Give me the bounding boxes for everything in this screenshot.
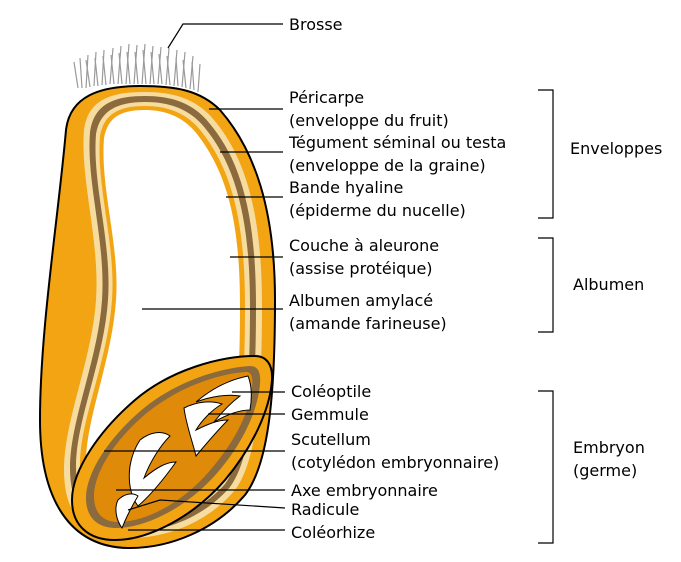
- label-scutellum: Scutellum: [291, 430, 371, 449]
- label-aleurone-sub: (assise protéique): [289, 259, 433, 278]
- label-scutellum-sub: (cotylédon embryonnaire): [291, 453, 499, 472]
- label-bande: Bande hyaline: [289, 178, 403, 197]
- label-bande-sub: (épiderme du nucelle): [289, 201, 466, 220]
- label-tegument-sub: (enveloppe de la graine): [289, 156, 486, 175]
- label-radicule: Radicule: [291, 500, 359, 519]
- label-tegument: Tégument séminal ou testa: [288, 133, 506, 152]
- label-pericarpe-sub: (enveloppe du fruit): [289, 111, 449, 130]
- group-embryon-sub: (germe): [573, 461, 637, 480]
- label-axe: Axe embryonnaire: [291, 481, 438, 500]
- brush-hairs: [74, 44, 200, 92]
- group-embryon: Embryon: [573, 438, 645, 457]
- label-coleoptile: Coléoptile: [291, 382, 371, 401]
- label-pericarpe: Péricarpe: [289, 88, 364, 107]
- label-amylace: Albumen amylacé: [289, 291, 433, 310]
- label-gemmule: Gemmule: [291, 405, 369, 424]
- group-albumen: Albumen: [573, 275, 644, 294]
- label-coleorhize: Coléorhize: [291, 523, 375, 542]
- brackets: [538, 90, 553, 543]
- label-brosse: Brosse: [289, 15, 343, 34]
- label-aleurone: Couche à aleurone: [289, 236, 439, 255]
- label-amylace-sub: (amande farineuse): [289, 314, 447, 333]
- group-enveloppes: Enveloppes: [570, 139, 662, 158]
